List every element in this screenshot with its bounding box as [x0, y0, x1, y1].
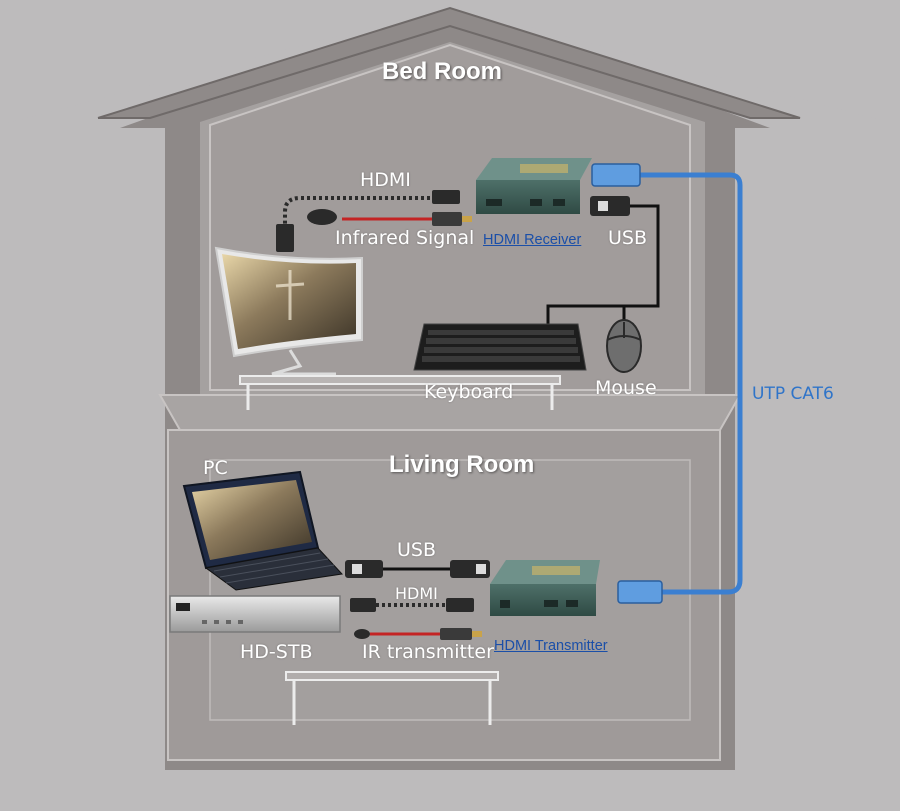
livingroom-cables	[345, 560, 490, 640]
bedroom-cables	[276, 190, 472, 252]
hdmi-transmitter-label: HDMI Transmitter	[494, 638, 608, 654]
mouse-device	[606, 319, 642, 373]
bedroom-hdmi-label: HDMI	[360, 169, 411, 191]
infrared-signal-label: Infrared Signal	[335, 227, 475, 249]
bedroom-usb-label: USB	[608, 227, 648, 249]
keyboard-label: Keyboard	[424, 381, 514, 403]
cat6-cable	[591, 163, 743, 604]
hd-stb-label: HD-STB	[240, 641, 313, 663]
settop-box-device	[169, 595, 341, 633]
bedroom-title: Bed Room	[382, 58, 502, 85]
hdmi-receiver-device	[476, 158, 592, 214]
hdmi-receiver-label: HDMI Receiver	[483, 232, 582, 248]
ir-transmitter-label: IR transmitter	[362, 641, 494, 663]
livingroom-title: Living Room	[389, 451, 535, 478]
pc-label: PC	[203, 457, 228, 479]
utp-cat6-label: UTP CAT6	[752, 384, 834, 404]
mouse-label: Mouse	[595, 377, 657, 399]
monitor	[214, 246, 363, 376]
laptop-device	[182, 470, 344, 591]
hdmi-transmitter-device	[490, 560, 600, 616]
livingroom-table	[285, 671, 499, 725]
keyboard-device	[413, 323, 587, 371]
livingroom-hdmi-label: HDMI	[395, 584, 438, 603]
bedroom-table	[239, 375, 561, 410]
livingroom-usb-label: USB	[397, 539, 437, 561]
bedroom-usb-cable	[546, 196, 660, 324]
